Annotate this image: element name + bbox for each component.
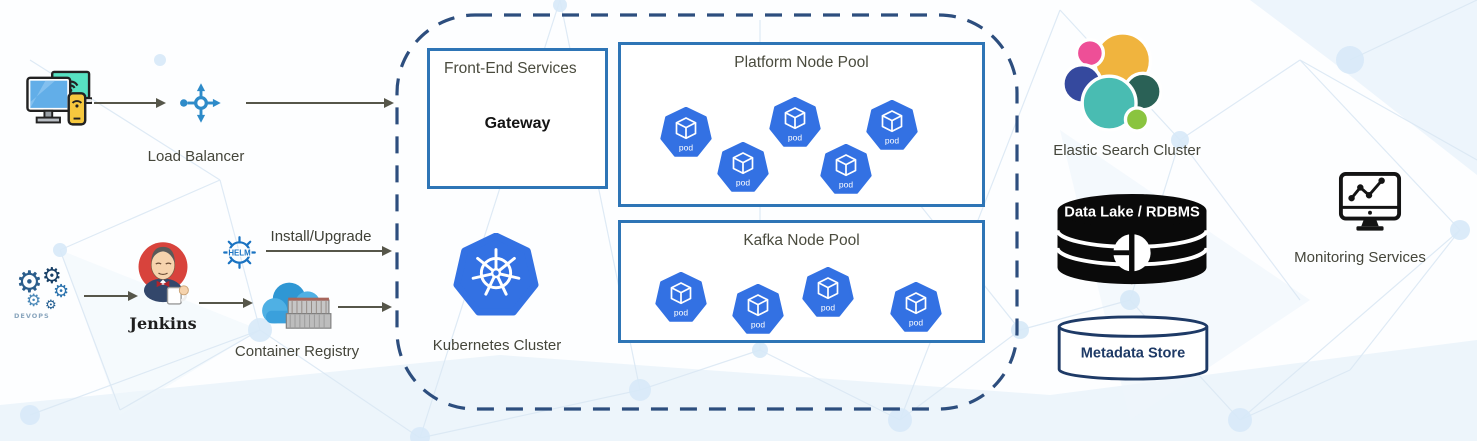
load-balancer-label: Load Balancer (147, 148, 245, 165)
load-balancer-icon (178, 80, 224, 131)
elastic-search-cluster-label: Elastic Search Cluster (1053, 142, 1201, 159)
svg-text:pod: pod (839, 180, 853, 190)
helm-icon: HELM (221, 234, 258, 276)
platform-node-pool-box: Platform Node Pool pod pod pod (618, 42, 985, 207)
gear-icon: ⚙ (45, 298, 57, 313)
pod-icon: pod (820, 143, 872, 196)
monitor-chart-icon (1336, 171, 1404, 240)
container-registry-icon (260, 272, 332, 339)
svg-text:HELM: HELM (228, 248, 251, 257)
database-icon: Data Lake / RDBMS (1051, 191, 1213, 294)
svg-text:Metadata Store: Metadata Store (1081, 346, 1185, 362)
pod-icon: pod (802, 266, 854, 319)
svg-text:pod: pod (885, 136, 899, 146)
gear-icon: ⚙ (53, 281, 70, 302)
pod-icon: pod (717, 141, 769, 194)
client-devices-icon (26, 70, 94, 143)
devops-gears-icon: ⚙ ⚙ ⚙ ⚙ ⚙ DEVOPS (12, 266, 76, 328)
pod-icon: pod (660, 106, 712, 159)
pod-icon: pod (769, 96, 821, 149)
svg-text:pod: pod (788, 133, 802, 143)
platform-node-pool-title: Platform Node Pool (734, 54, 869, 71)
cluster-boundary (395, 13, 1019, 411)
pod-icon: pod (890, 281, 942, 334)
gear-icon: ⚙ (16, 265, 43, 300)
kubernetes-cluster-label: Kubernetes Cluster (432, 337, 562, 354)
gear-icon: ⚙ (26, 291, 42, 311)
front-end-services-title: Front-End Services (444, 60, 577, 77)
svg-text:pod: pod (751, 320, 765, 330)
pod-icon: pod (655, 271, 707, 324)
helm-action-label: Install/Upgrade (270, 228, 372, 245)
front-end-services-box: Front-End Services Gateway (427, 48, 608, 189)
svg-text:pod: pod (674, 308, 688, 318)
svg-text:pod: pod (679, 143, 693, 153)
arrow-registry-to-cluster (338, 301, 392, 312)
kafka-node-pool-box: Kafka Node Pool pod pod pod (618, 220, 985, 343)
arrow-lb-to-cluster (246, 97, 394, 108)
svg-text:pod: pod (909, 318, 923, 328)
elasticsearch-logo-icon (1061, 26, 1163, 141)
container-registry-label: Container Registry (234, 343, 360, 360)
jenkins-icon (134, 234, 192, 319)
pod-icon: pod (732, 283, 784, 336)
arrow-devops-to-jenkins (84, 290, 138, 301)
svg-text:Data Lake / RDBMS: Data Lake / RDBMS (1064, 204, 1200, 220)
kafka-node-pool-title: Kafka Node Pool (743, 232, 860, 249)
gateway-label: Gateway (484, 115, 551, 132)
pod-icon: pod (866, 99, 918, 152)
arrow-devices-to-lb (94, 97, 166, 108)
devops-label: DEVOPS (14, 312, 50, 320)
jenkins-label: Jenkins (129, 314, 197, 333)
svg-text:pod: pod (821, 303, 835, 313)
svg-text:pod: pod (736, 178, 750, 188)
kubernetes-icon (453, 232, 539, 324)
cylinder-icon: Metadata Store (1054, 314, 1212, 387)
gear-icon: ⚙ (42, 264, 62, 289)
arrow-jenkins-to-registry (199, 297, 253, 308)
arrow-helm-to-cluster (266, 245, 392, 256)
monitoring-services-label: Monitoring Services (1294, 249, 1426, 266)
